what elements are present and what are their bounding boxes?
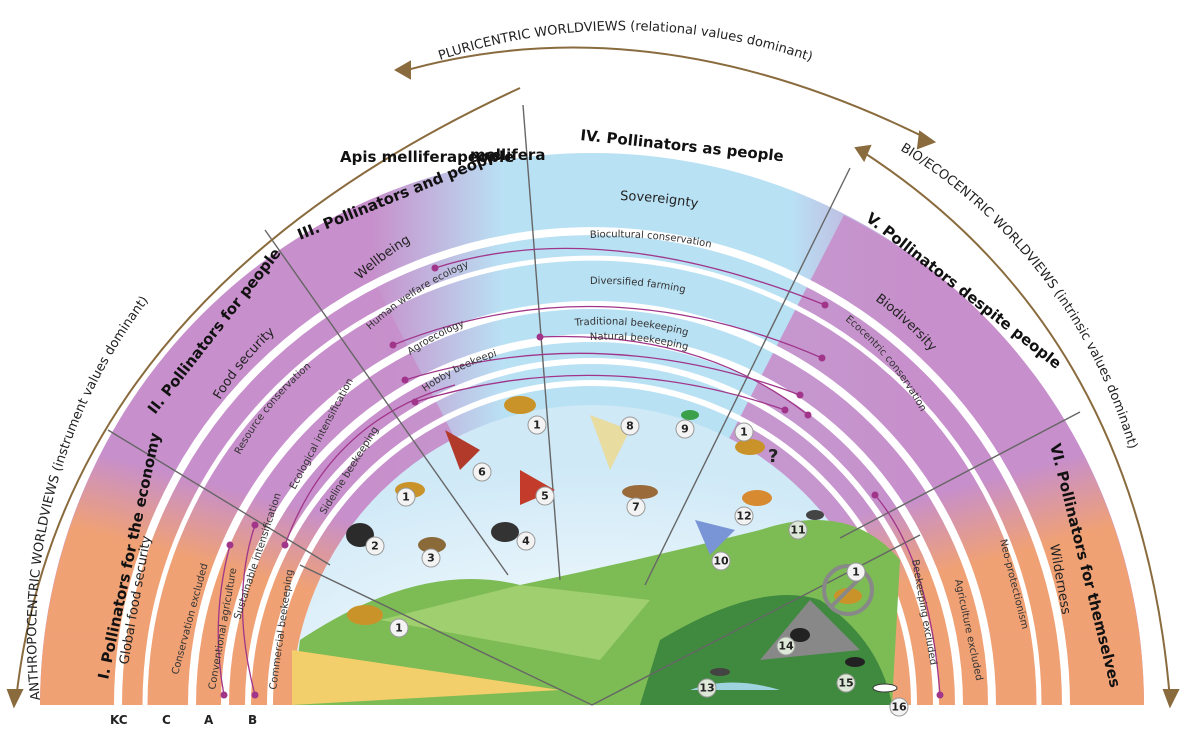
beetle-icon: [845, 657, 865, 667]
honeybee-icon: [347, 605, 383, 625]
badge-6: 6: [478, 466, 486, 479]
badge-4: 4: [522, 535, 530, 548]
bottom-label-b: B: [248, 713, 257, 727]
badge-13: 13: [699, 682, 714, 695]
badge-7: 7: [632, 501, 640, 514]
honeybee-icon: [504, 396, 536, 414]
badge-1: 1: [402, 491, 410, 504]
wasp-icon: [806, 510, 824, 520]
badge-8: 8: [626, 420, 634, 433]
overlay-text-2: mellifera: [470, 146, 545, 164]
badge-10: 10: [713, 555, 729, 568]
bottom-label-kc: KC: [110, 713, 128, 727]
bumblebee-icon: [491, 522, 519, 542]
bee-icon: [622, 485, 658, 499]
moth-icon: [873, 684, 897, 692]
solitary-bee-icon: [742, 490, 772, 506]
svg-text:PLURICENTRIC WORLDVIEWS (relat: PLURICENTRIC WORLDVIEWS (relational valu…: [437, 19, 815, 65]
badge-16: 16: [891, 701, 907, 714]
badge-1: 1: [740, 426, 748, 439]
badge-14: 14: [778, 640, 794, 653]
badge-11: 11: [790, 524, 805, 537]
badge-3: 3: [427, 552, 435, 565]
badge-12: 12: [736, 510, 751, 523]
beetle-icon: [710, 668, 730, 676]
hummingbird-icon: [681, 410, 699, 420]
badge-1: 1: [852, 566, 860, 579]
badge-9: 9: [681, 423, 689, 436]
bottom-label-c: C: [162, 713, 171, 727]
badge-1: 1: [395, 622, 403, 635]
badge-2: 2: [371, 540, 379, 553]
honeybee-icon: [735, 439, 765, 455]
badge-5: 5: [541, 490, 549, 503]
badge-1: 1: [533, 419, 541, 432]
question-mark: ?: [768, 446, 778, 467]
pluricentric-label: PLURICENTRIC WORLDVIEWS (relational valu…: [437, 19, 815, 65]
badge-15: 15: [838, 677, 853, 690]
bottom-label-a: A: [204, 713, 214, 727]
